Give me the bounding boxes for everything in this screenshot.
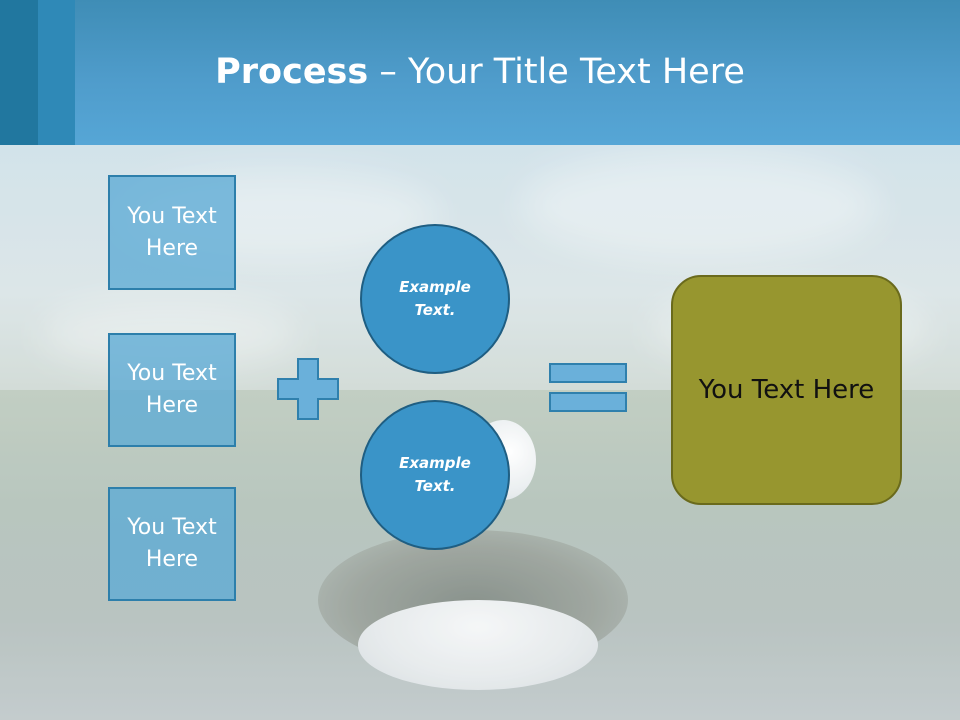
slide-title: Process – Your Title Text Here	[0, 52, 960, 92]
circle-label: Example Text.	[399, 454, 471, 495]
result-label: You Text Here	[698, 375, 875, 405]
circle-label: Example Text.	[399, 278, 471, 319]
text-box-2: You Text Here	[108, 333, 236, 447]
plus-icon	[277, 358, 339, 420]
equals-bar-bottom	[549, 392, 627, 412]
text-box-label: You Text Here	[127, 203, 217, 261]
cloud	[520, 150, 880, 260]
text-box-label: You Text Here	[127, 361, 217, 418]
header-accent-stripe	[0, 0, 38, 145]
result-box: You Text Here	[671, 275, 902, 505]
text-box-1: You Text Here	[108, 175, 236, 290]
text-box-3: You Text Here	[108, 487, 236, 601]
example-circle-2: Example Text.	[360, 400, 510, 550]
title-rest: – Your Title Text Here	[368, 52, 745, 92]
equals-bar-top	[549, 363, 627, 383]
golf-ball	[358, 600, 598, 690]
title-bold: Process	[215, 52, 369, 92]
header-accent-stripe	[38, 0, 75, 145]
title-bar	[0, 0, 960, 145]
example-circle-1: Example Text.	[360, 224, 510, 374]
text-box-label: You Text Here	[127, 515, 217, 572]
